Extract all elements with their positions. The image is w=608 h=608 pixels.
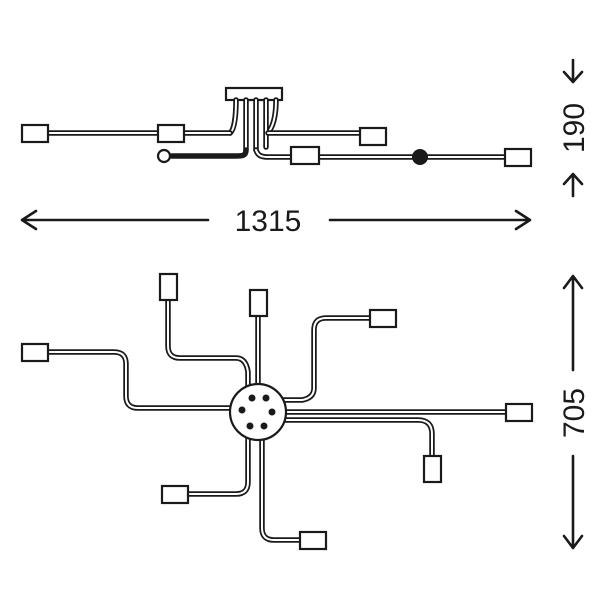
width-label: 1315 [235, 205, 302, 238]
side-loop [156, 148, 172, 164]
hub-dot-1 [238, 406, 246, 414]
top-socket-2 [158, 272, 179, 302]
top-canopy [228, 382, 288, 442]
top-socket-1 [20, 342, 50, 363]
width-arrow-left [20, 209, 210, 231]
top-socket-7 [160, 484, 190, 505]
depth-dimension: 705 [558, 274, 591, 550]
top-arm-upper-left [165, 295, 251, 395]
height-arrow-top [562, 58, 584, 84]
side-socket-5 [503, 147, 533, 168]
hub-dot-2 [248, 394, 256, 402]
top-socket-5 [504, 402, 534, 423]
depth-label: 705 [558, 388, 591, 438]
top-view [20, 272, 534, 551]
top-socket-6 [422, 454, 443, 484]
side-arm-left-lower [169, 147, 249, 159]
top-arm-right-lower [275, 417, 435, 459]
top-arm-lower-left [185, 429, 251, 497]
hub-dot-5 [260, 422, 268, 430]
top-arm-down [259, 429, 303, 543]
top-arm-upper-right [269, 315, 373, 403]
side-view [20, 86, 533, 168]
hub-dot-6 [246, 422, 254, 430]
side-socket-3 [358, 126, 388, 147]
side-ball-joint [412, 149, 428, 165]
height-dimension: 190 [558, 58, 591, 198]
top-socket-4 [368, 308, 398, 329]
height-arrow-bottom [562, 172, 584, 198]
side-socket-4 [289, 145, 321, 166]
top-socket-3 [248, 288, 269, 318]
hub-dot-3 [262, 394, 270, 402]
width-arrow-right [328, 209, 532, 231]
side-socket-1 [20, 123, 50, 144]
top-socket-8 [298, 530, 328, 551]
hub-dot-4 [268, 408, 276, 416]
height-label: 190 [558, 103, 591, 153]
side-socket-2 [156, 123, 186, 144]
depth-arrow-bottom [562, 454, 584, 550]
width-dimension: 1315 [20, 205, 532, 238]
side-stems [227, 97, 279, 153]
depth-arrow-top [562, 274, 584, 372]
